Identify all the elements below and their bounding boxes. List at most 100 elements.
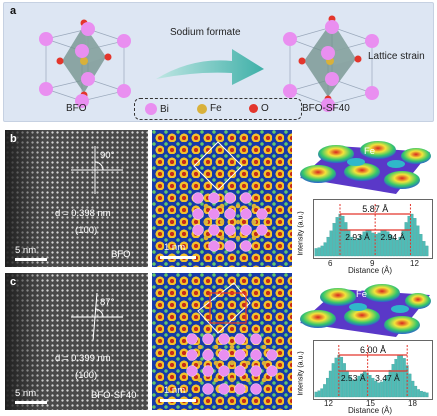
profile-b-bar (317, 247, 321, 257)
profile-c-bar (340, 356, 344, 398)
intensity-surface-bfo-sf40 (300, 284, 431, 337)
unit-cell-marker (197, 282, 251, 334)
fft-scale-label: 1 nm (164, 242, 186, 253)
profile-c-bar (388, 369, 392, 398)
profile-c-bar (331, 363, 335, 398)
bi-atom-icon (145, 103, 157, 115)
legend-fe: Fe (197, 103, 222, 114)
sample-name: BFO-SF40 (91, 390, 137, 401)
profile-b-bar (416, 225, 420, 257)
profile-b-bar (389, 234, 393, 257)
profile-b-bar (359, 234, 363, 257)
profile-b-bar (362, 231, 366, 257)
profile-c-tick-1: 12 (324, 399, 333, 408)
profile-c-tick-2: 15 (366, 399, 375, 408)
profile-b-bar (335, 217, 339, 257)
profile-c-bar (385, 375, 389, 398)
profile-c-tick-3: 18 (408, 399, 417, 408)
unit-cell-marker (193, 141, 243, 191)
surface-bi-label: Bi (309, 153, 318, 164)
profile-b-xlabel: Distance (Å) (348, 266, 393, 275)
profile-c-bar (314, 391, 318, 398)
intensity-profile-bfo: 5.87 Å 2.93 Å 2.94 Å (313, 199, 433, 259)
lattice-strain-text: Lattice strain (368, 51, 425, 62)
profile-b-bar (395, 239, 399, 257)
profile-c-bar (371, 377, 375, 398)
haadf-image-bfo: b 90° d = 0.398 nm (100) 5 nm BFO (5, 130, 148, 267)
surface-fe-label: Fe (356, 289, 368, 300)
profile-b-bar (404, 222, 408, 257)
legend-bi: Bi (145, 103, 169, 115)
reaction-arrow-icon (156, 49, 264, 85)
haadf-image-bfo-sf40: c 87° d = 0.399 nm (100) 5 nm BFO-SF40 (5, 273, 148, 410)
profile-b-bar (422, 241, 426, 257)
angle-value: 87° (100, 297, 115, 308)
atomic-map-bfo: 1 nm (152, 130, 292, 267)
profile-b-bar (380, 230, 384, 257)
profile-c-bar (422, 391, 426, 398)
profile-b-bar (419, 234, 423, 257)
fft-scale-bar (160, 256, 196, 259)
profile-b-bar (347, 230, 351, 257)
profile-b-bar (326, 236, 330, 257)
profile-c-bar (320, 388, 324, 398)
profile-c-bar (394, 359, 398, 398)
profile-b-bar (377, 232, 381, 257)
o-atom-icon (249, 104, 258, 113)
profile-c-bar (363, 371, 366, 398)
profile-b-total-label: 5.87 Å (362, 204, 388, 214)
profile-c-bar (425, 392, 429, 398)
profile-c-bar (351, 380, 355, 398)
profile-c-bar (380, 381, 383, 398)
profile-c-left-label: 2.53 Å (341, 373, 366, 383)
profile-b-bar (332, 223, 336, 257)
legend-o: O (249, 103, 269, 114)
profile-c-bar (417, 389, 420, 398)
angle-marker-icon (71, 146, 123, 194)
profile-b-bar (356, 238, 360, 257)
profile-b-right-label: 2.94 Å (381, 232, 406, 242)
profile-b-tick-1: 6 (328, 259, 333, 268)
panel-a-label: a (10, 5, 17, 17)
scale-bar (15, 258, 47, 261)
profile-c-bar (383, 379, 386, 398)
profile-c-bar (377, 382, 381, 398)
arrow-text: Sodium formate (170, 27, 241, 38)
profile-b-tick-2: 9 (370, 259, 375, 268)
surface-fe-label: Fe (364, 146, 376, 157)
profile-b-bar (386, 231, 390, 257)
bfo-sf40-crystal (283, 15, 379, 112)
profile-c-bar (337, 354, 341, 398)
profile-c-bar (374, 380, 378, 398)
profile-b-bar (368, 230, 372, 257)
profile-c-bar (408, 373, 412, 398)
profile-b-left-label: 2.93 Å (345, 232, 370, 242)
angle-value: 90° (100, 150, 115, 161)
sample-name: BFO (111, 249, 131, 260)
bfo-sf40-label: BFO-SF40 (302, 103, 350, 114)
profile-b-bar (398, 236, 402, 257)
profile-c-bar (368, 375, 372, 398)
panel-a-schematic: a BFO Sodium formate (3, 2, 434, 122)
d-spacing: d = 0.398 nm (55, 208, 111, 219)
intensity-surface-bfo (300, 141, 431, 194)
profile-b-bar (410, 213, 414, 257)
profile-c-bar (420, 390, 423, 398)
panel-b-label: b (10, 133, 17, 145)
bi-atom-overlay (192, 192, 268, 252)
profile-c-bar (348, 376, 352, 398)
scale-bar (15, 401, 47, 404)
profile-c-right-label: 3.47 Å (375, 373, 400, 383)
profile-c-bar (343, 363, 346, 398)
profile-b-bar (344, 222, 348, 257)
plane-index: (100) (75, 225, 98, 236)
profile-c-bar (317, 390, 321, 398)
profile-b-bar (407, 215, 411, 257)
profile-c-bar (354, 379, 358, 398)
profile-b-bar (314, 248, 318, 257)
profile-b-bar (329, 230, 333, 257)
profile-b-tick-3: 12 (410, 259, 419, 268)
profile-c-bar (360, 373, 363, 398)
